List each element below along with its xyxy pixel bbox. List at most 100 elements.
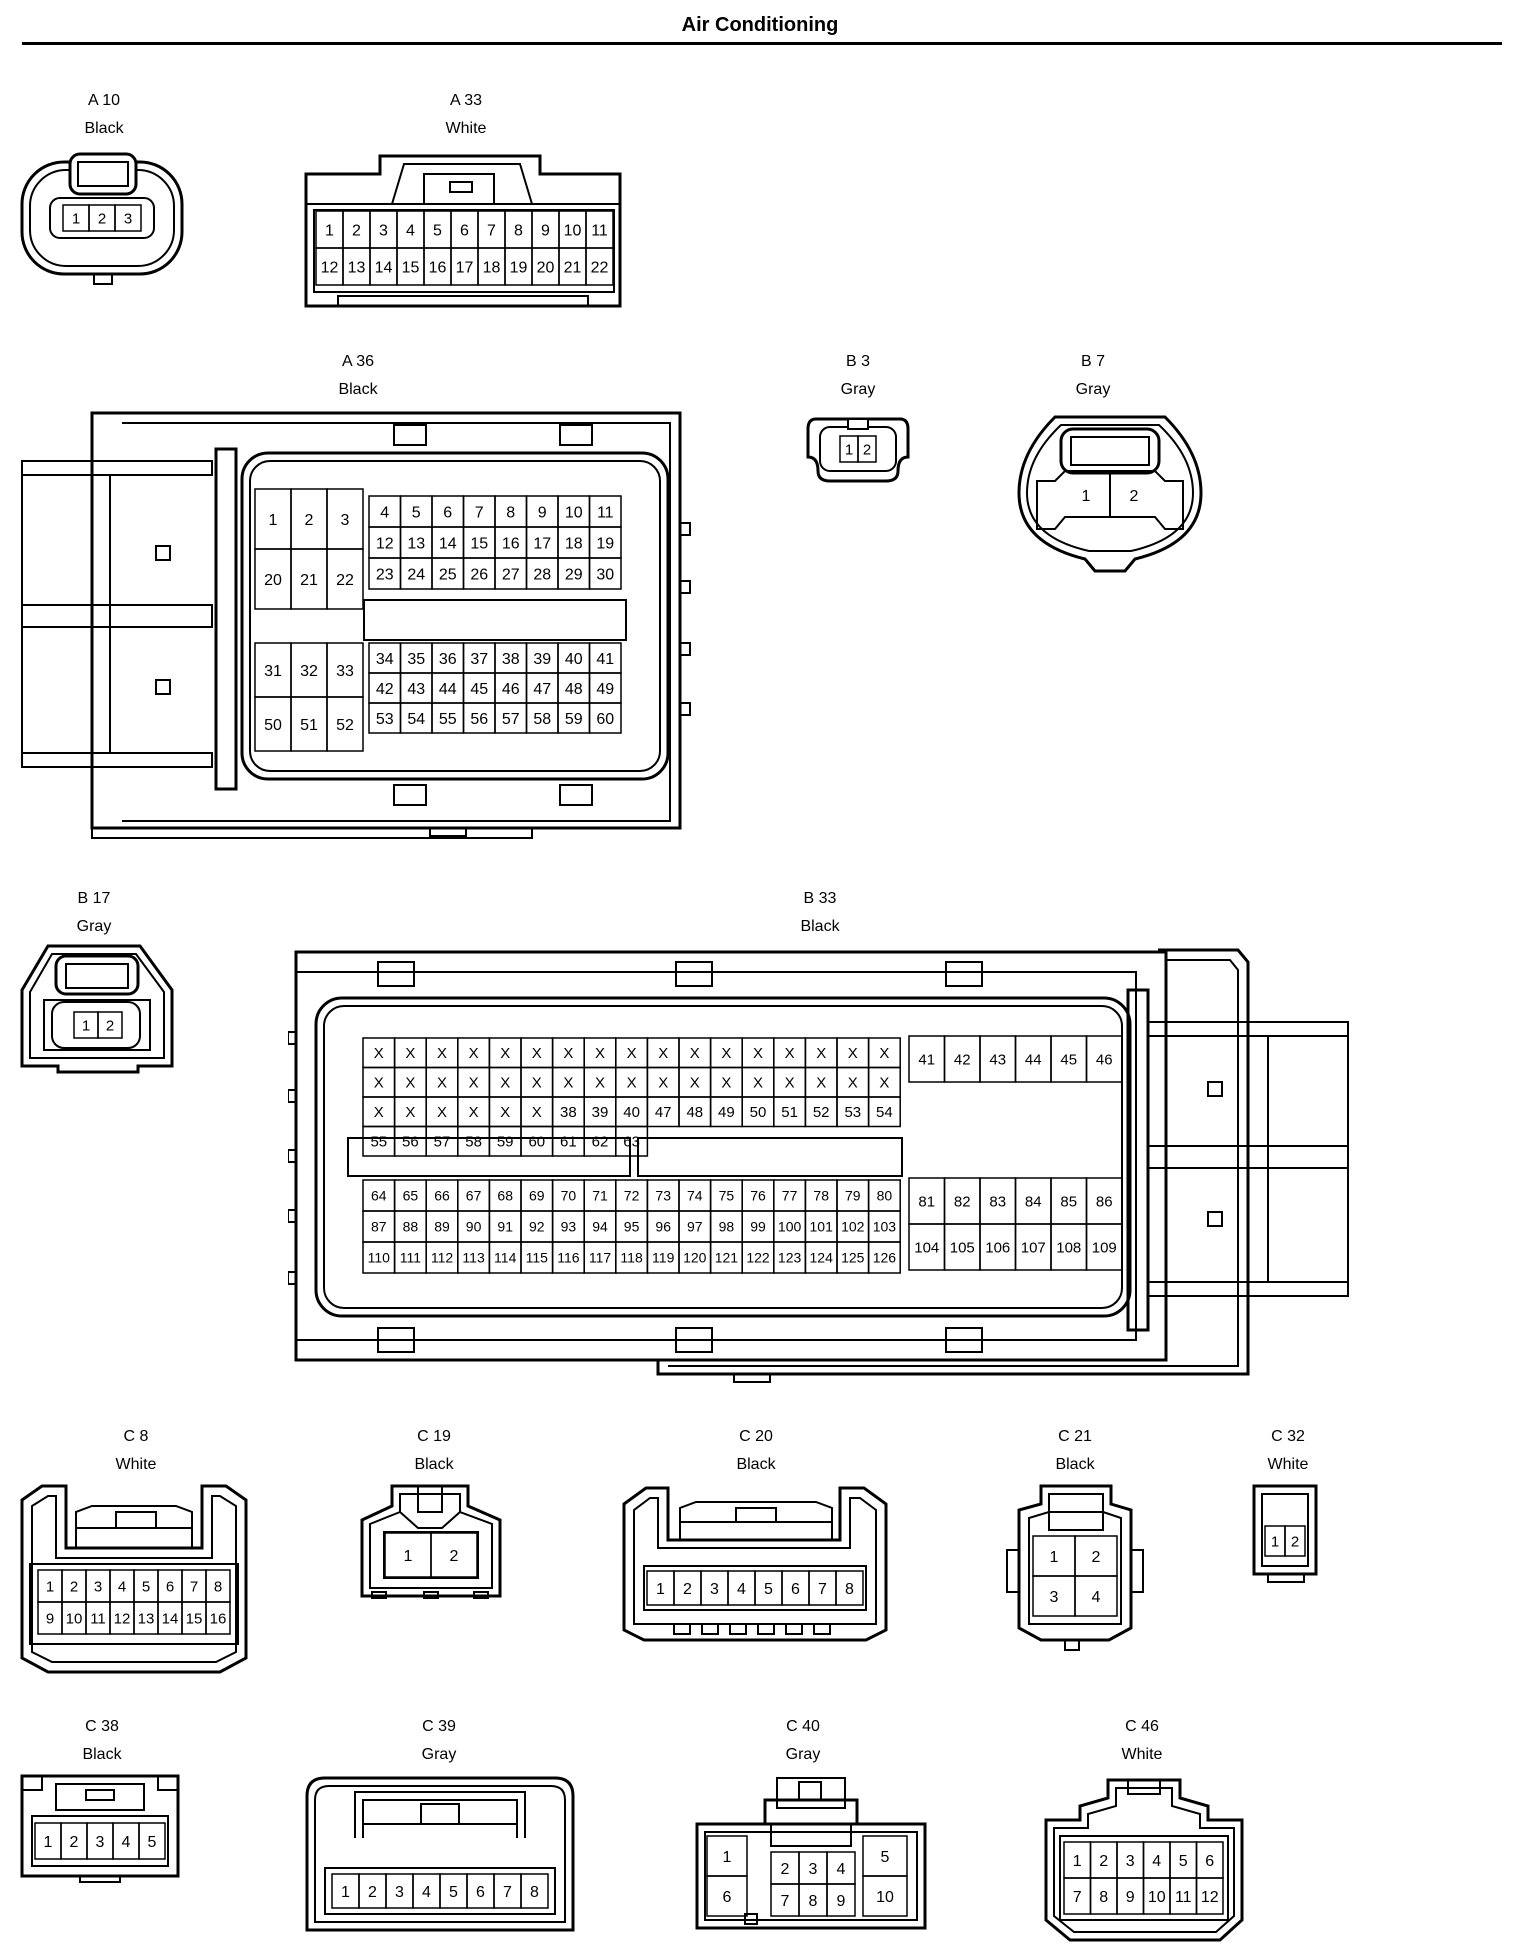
pin-number: 8 — [214, 1578, 222, 1595]
pin-number: 8 — [530, 1884, 539, 1901]
pin-number: 1 — [44, 1834, 53, 1851]
pin-number: 17 — [456, 259, 474, 276]
connector-id: C 46 — [1125, 1718, 1159, 1735]
pin-number: X — [721, 1045, 731, 1062]
pin-number: X — [374, 1045, 384, 1062]
pin-cell — [867, 1096, 901, 1128]
pin-number: 122 — [746, 1250, 770, 1266]
pin-number: X — [753, 1045, 763, 1062]
pin-number: X — [532, 1045, 542, 1062]
pin-number: 2 — [450, 1548, 459, 1565]
pin-number: 52 — [813, 1104, 830, 1121]
pin-number: 58 — [465, 1134, 482, 1151]
pin-number: X — [437, 1104, 447, 1121]
pin-number: 101 — [810, 1219, 834, 1235]
pin-number: 21 — [564, 259, 582, 276]
connector-color: Gray — [421, 1746, 457, 1763]
pin-number: 56 — [402, 1134, 419, 1151]
pin-number: 3 — [96, 1834, 105, 1851]
pin-number: 60 — [596, 711, 614, 728]
pin-number: 36 — [439, 651, 457, 668]
pin-number: 121 — [715, 1250, 739, 1266]
pin-number: 106 — [985, 1239, 1010, 1256]
pin-number: 1 — [341, 1884, 350, 1901]
pin-cell — [588, 557, 622, 590]
pin-number: 2 — [1130, 488, 1139, 505]
pin-number: 13 — [348, 259, 366, 276]
pin-number: 5 — [142, 1578, 150, 1595]
pin-number: 103 — [873, 1219, 897, 1235]
pin-number: 14 — [439, 535, 457, 552]
pin-number: 4 — [737, 1581, 746, 1598]
connector-color: Black — [414, 1456, 454, 1473]
pin-number: 1 — [72, 210, 80, 227]
pin-number: X — [785, 1075, 795, 1092]
pin-grid: 510 — [862, 1835, 908, 1917]
pin-number: 45 — [470, 681, 488, 698]
pin-number: 14 — [375, 259, 393, 276]
pin-number: X — [500, 1104, 510, 1121]
pin-number: 114 — [494, 1250, 517, 1266]
pin-number: 4 — [406, 222, 415, 239]
pin-number: 3 — [809, 1861, 818, 1878]
pin-number: 5 — [449, 1884, 458, 1901]
connector-color: White — [1267, 1456, 1309, 1473]
pin-number: 47 — [655, 1104, 672, 1121]
pin-number: 63 — [623, 1134, 640, 1151]
pin-number: 72 — [624, 1188, 640, 1204]
pin-number: 10 — [876, 1889, 894, 1906]
pin-number: 16 — [502, 535, 520, 552]
connector-color: White — [445, 120, 487, 137]
pin-number: 93 — [561, 1219, 577, 1235]
pin-cell — [326, 696, 364, 752]
pin-cell — [867, 1241, 901, 1274]
pin-number: X — [816, 1075, 826, 1092]
pin-cell — [588, 702, 622, 734]
connector-color: White — [1121, 1746, 1163, 1763]
pin-number: 29 — [565, 566, 583, 583]
pin-number: X — [753, 1075, 763, 1092]
pin-number: X — [690, 1075, 700, 1092]
connector-id: C 32 — [1271, 1428, 1305, 1445]
pin-number: 8 — [514, 222, 523, 239]
pin-number: 2 — [1099, 1853, 1108, 1870]
pin-number: 1 — [325, 222, 334, 239]
connector-id: C 19 — [417, 1428, 451, 1445]
pin-number: 12 — [321, 259, 339, 276]
pin-number: 7 — [1073, 1889, 1082, 1906]
pin-number: X — [469, 1075, 479, 1092]
pin-number: 9 — [541, 222, 550, 239]
pin-number: 50 — [750, 1104, 767, 1121]
pin-number: 8 — [845, 1581, 854, 1598]
pin-number: 54 — [876, 1104, 893, 1121]
pin-number: 2 — [1092, 1549, 1101, 1566]
pin-number: 13 — [138, 1610, 155, 1627]
pin-cell — [706, 1875, 748, 1917]
pin-cell — [1074, 1575, 1118, 1617]
connector-id: C 20 — [739, 1428, 773, 1445]
connector-color: White — [115, 1456, 157, 1473]
pin-number: X — [879, 1045, 889, 1062]
pin-number: 39 — [533, 651, 551, 668]
pin-number: 5 — [433, 222, 442, 239]
pin-number: 82 — [954, 1193, 971, 1210]
pin-number: 3 — [1050, 1589, 1059, 1606]
pin-number: 67 — [466, 1188, 482, 1204]
